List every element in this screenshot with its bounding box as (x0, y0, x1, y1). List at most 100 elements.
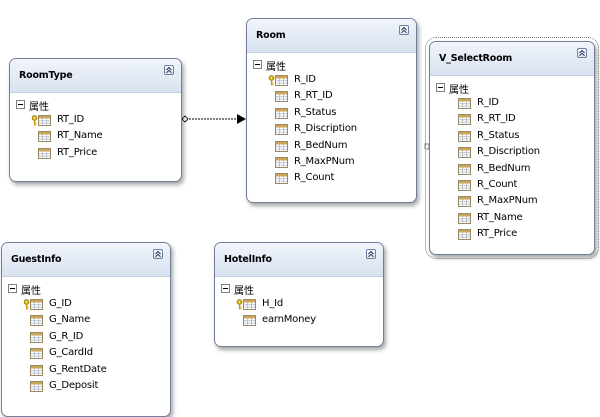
collapse-icon[interactable] (577, 48, 587, 58)
section-toggle-icon[interactable] (253, 60, 262, 69)
field-row[interactable]: R_BedNum (257, 139, 416, 155)
field-row[interactable]: R_MaxPNum (440, 194, 594, 210)
field-row[interactable]: RT_Name (440, 211, 594, 227)
field-name: G_RentDate (49, 363, 107, 375)
field-row[interactable]: R_Status (440, 129, 594, 145)
column-icon (243, 315, 256, 327)
properties-section: 属性 (247, 57, 416, 73)
field-row[interactable]: RT_ID (20, 113, 181, 129)
column-icon (458, 98, 471, 109)
column-icon (458, 114, 471, 126)
field-row[interactable]: R_Discription (440, 145, 594, 161)
column-icon (275, 157, 288, 168)
section-toggle-icon[interactable] (8, 284, 17, 293)
collapse-icon[interactable] (399, 25, 409, 35)
field-row[interactable]: earnMoney (225, 313, 383, 329)
field-name: earnMoney (262, 314, 316, 326)
field-row[interactable]: R_MaxPNum (257, 155, 416, 171)
collapse-icon[interactable] (164, 65, 174, 75)
field-row[interactable]: R_ID (440, 96, 594, 112)
field-row[interactable]: R_BedNum (440, 162, 594, 178)
entity-header[interactable]: GuestInfo (2, 243, 170, 277)
entity-title: HotelInfo (224, 254, 272, 265)
entity-header[interactable]: V_SelectRoom (430, 42, 594, 76)
column-icon (38, 115, 51, 126)
field-name: RT_Name (57, 130, 103, 142)
column-icon (275, 140, 288, 152)
column-icon (30, 315, 43, 327)
section-label: 属性 (234, 286, 254, 297)
field-row[interactable]: R_RT_ID (440, 112, 594, 128)
field-row[interactable]: R_RT_ID (257, 89, 416, 105)
relationship-arrow-end (237, 114, 246, 124)
column-icon (30, 331, 43, 343)
field-row[interactable]: R_Count (257, 171, 416, 187)
field-row[interactable]: G_Name (12, 313, 170, 329)
column-icon (458, 130, 471, 142)
section-toggle-icon[interactable] (16, 100, 25, 109)
collapse-icon[interactable] (366, 249, 376, 259)
field-row[interactable]: H_Id (225, 297, 383, 313)
field-row[interactable]: G_Deposit (12, 379, 170, 395)
properties-section: 属性 (430, 80, 594, 96)
column-icon (275, 91, 288, 103)
field-row[interactable]: G_R_ID (12, 330, 170, 346)
field-row[interactable]: RT_Price (440, 227, 594, 243)
field-row[interactable]: RT_Price (20, 146, 181, 162)
field-row[interactable]: G_ID (12, 297, 170, 313)
column-icon (38, 147, 51, 159)
field-name: G_R_ID (49, 330, 84, 342)
field-name: R_Count (477, 178, 518, 190)
column-icon (275, 124, 288, 136)
column-icon (275, 107, 288, 119)
section-toggle-icon[interactable] (221, 284, 230, 293)
field-row[interactable]: RT_Name (20, 129, 181, 145)
field-row[interactable]: G_RentDate (12, 363, 170, 379)
field-name: G_CardId (49, 347, 93, 359)
primary-key-icon (236, 299, 243, 310)
field-name: R_Status (477, 129, 520, 141)
column-icon (30, 381, 43, 392)
field-name: R_RT_ID (294, 90, 333, 102)
field-name: R_ID (294, 74, 316, 85)
field-row[interactable]: R_Count (440, 178, 594, 194)
primary-key-icon (23, 299, 30, 310)
field-row[interactable]: R_Status (257, 106, 416, 122)
section-label: 属性 (21, 286, 41, 297)
section-toggle-icon[interactable] (436, 83, 445, 92)
entity-header[interactable]: RoomType (10, 59, 181, 93)
column-icon (275, 173, 288, 185)
field-name: R_Count (294, 172, 335, 184)
entity-title: V_SelectRoom (439, 53, 513, 64)
field-name: RT_Name (477, 211, 523, 223)
entity-header[interactable]: Room (247, 19, 416, 53)
properties-section: 属性 (2, 281, 170, 297)
field-row[interactable]: G_CardId (12, 346, 170, 362)
field-name: R_Discription (477, 146, 540, 158)
field-name: R_Discription (294, 123, 357, 135)
field-name: RT_Price (57, 146, 98, 158)
properties-section: 属性 (10, 97, 181, 113)
field-row[interactable]: R_Discription (257, 122, 416, 138)
column-icon (243, 299, 256, 310)
column-icon (458, 147, 471, 159)
entity-header[interactable]: HotelInfo (215, 243, 383, 277)
column-icon (458, 212, 471, 224)
section-label: 属性 (266, 62, 286, 73)
collapse-icon[interactable] (153, 249, 163, 259)
field-name: RT_ID (57, 114, 84, 125)
field-row[interactable]: R_ID (257, 73, 416, 89)
entity-title: GuestInfo (11, 254, 62, 265)
field-name: G_Name (49, 314, 91, 326)
